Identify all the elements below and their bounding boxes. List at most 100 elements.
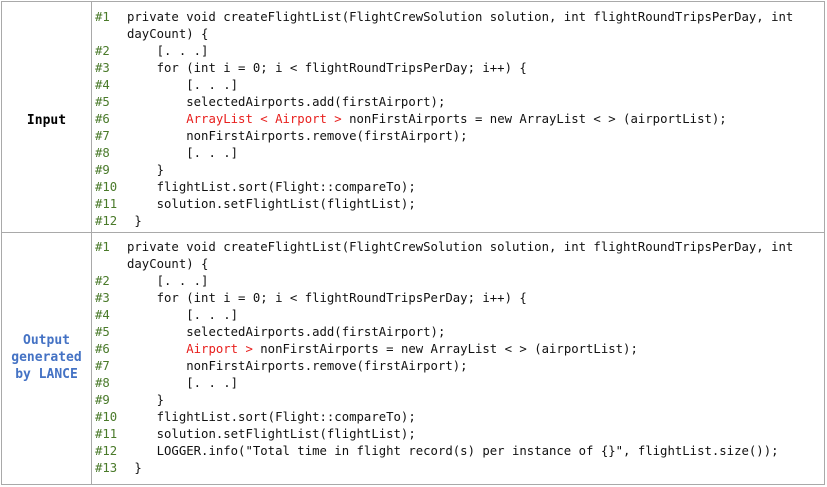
code-text-segment: [. . .] <box>127 44 209 58</box>
code-text: private void createFlightList(FlightCrew… <box>127 239 827 273</box>
code-text: Airport > nonFirstAirports = new ArrayLi… <box>127 341 827 358</box>
code-text-segment: flightList.sort(Flight::compareTo); <box>127 410 416 424</box>
code-text: ArrayList < Airport > nonFirstAirports =… <box>127 111 827 128</box>
line-number: #8 <box>95 146 110 160</box>
line-number: #10 <box>95 410 118 424</box>
line-number: #12 <box>95 444 118 458</box>
code-text: private void createFlightList(FlightCrew… <box>127 9 827 43</box>
line-number: #2 <box>95 44 110 58</box>
line-number: #3 <box>95 291 110 305</box>
code-line: #7 nonFirstAirports.remove(firstAirport)… <box>92 128 824 145</box>
line-number: #9 <box>95 393 110 407</box>
row-divider <box>2 232 824 233</box>
code-text-segment: nonFirstAirports.remove(firstAirport); <box>127 359 468 373</box>
code-text-segment: [. . .] <box>127 78 239 92</box>
code-text-segment: flightList.sort(Flight::compareTo); <box>127 180 416 194</box>
line-number: #12 <box>95 214 118 228</box>
code-line: #4 [. . .] <box>92 77 824 94</box>
code-text: solution.setFlightList(flightList); <box>127 426 827 443</box>
code-text-segment: private void createFlightList(FlightCrew… <box>127 10 801 41</box>
code-text-segment: [. . .] <box>127 376 239 390</box>
code-line: #3 for (int i = 0; i < flightRoundTripsP… <box>92 60 824 77</box>
code-text: solution.setFlightList(flightList); <box>127 196 827 213</box>
code-line: #1 private void createFlightList(FlightCr… <box>92 9 824 43</box>
code-text-segment: private void createFlightList(FlightCrew… <box>127 240 801 271</box>
code-text-segment: } <box>127 163 165 177</box>
code-line: #6 ArrayList < Airport > nonFirstAirport… <box>92 111 824 128</box>
code-line: #10 flightList.sort(Flight::compareTo); <box>92 179 824 196</box>
code-text-segment: nonFirstAirports = new ArrayList < > (ai… <box>252 342 638 356</box>
code-text-segment: for (int i = 0; i < flightRoundTripsPerD… <box>127 291 527 305</box>
input-code-block: #1 private void createFlightList(FlightCr… <box>92 9 824 230</box>
code-text-segment <box>127 112 186 126</box>
line-number: #7 <box>95 359 110 373</box>
code-line: #3 for (int i = 0; i < flightRoundTripsP… <box>92 290 824 307</box>
code-text: [. . .] <box>127 307 827 324</box>
line-number: #4 <box>95 308 110 322</box>
output-row-label: Output generated by LANCE <box>2 332 91 383</box>
line-number: #8 <box>95 376 110 390</box>
code-text: selectedAirports.add(firstAirport); <box>127 324 827 341</box>
code-line: #7 nonFirstAirports.remove(firstAirport)… <box>92 358 824 375</box>
code-line: #4 [. . .] <box>92 307 824 324</box>
output-label-line-1: Output <box>23 333 70 348</box>
code-text: [. . .] <box>127 145 827 162</box>
code-line: #9 } <box>92 162 824 179</box>
code-text-segment: solution.setFlightList(flightList); <box>127 197 416 211</box>
line-number: #6 <box>95 342 110 356</box>
code-text: } <box>127 162 827 179</box>
code-line: #6 Airport > nonFirstAirports = new Arra… <box>92 341 824 358</box>
line-number: #4 <box>95 78 110 92</box>
output-code-block: #1 private void createFlightList(FlightCr… <box>92 239 824 477</box>
code-text-segment: solution.setFlightList(flightList); <box>127 427 416 441</box>
code-text-segment: } <box>127 393 165 407</box>
code-text-segment: nonFirstAirports.remove(firstAirport); <box>127 129 468 143</box>
code-text-segment: } <box>127 461 142 475</box>
code-text: LOGGER.info("Total time in flight record… <box>127 443 827 460</box>
line-number: #7 <box>95 129 110 143</box>
code-text: [. . .] <box>127 77 827 94</box>
code-line: #10 flightList.sort(Flight::compareTo); <box>92 409 824 426</box>
line-number: #1 <box>95 10 110 24</box>
code-line: #13 } <box>92 460 824 477</box>
code-line: #8 [. . .] <box>92 145 824 162</box>
code-text: nonFirstAirports.remove(firstAirport); <box>127 358 827 375</box>
code-text: for (int i = 0; i < flightRoundTripsPerD… <box>127 60 827 77</box>
code-text-segment: } <box>127 214 142 228</box>
code-text-segment: nonFirstAirports = new ArrayList < > (ai… <box>341 112 727 126</box>
input-row-label: Input <box>26 113 67 128</box>
line-number: #11 <box>95 427 118 441</box>
code-text: flightList.sort(Flight::compareTo); <box>127 409 827 426</box>
code-line: #2 [. . .] <box>92 273 824 290</box>
code-line: #2 [. . .] <box>92 43 824 60</box>
code-text-segment: selectedAirports.add(firstAirport); <box>127 95 446 109</box>
highlighted-code: Airport > <box>186 342 253 356</box>
code-text: } <box>127 460 827 477</box>
line-number: #1 <box>95 240 110 254</box>
line-number: #5 <box>95 325 110 339</box>
code-text: nonFirstAirports.remove(firstAirport); <box>127 128 827 145</box>
code-text-segment: LOGGER.info("Total time in flight record… <box>127 444 779 458</box>
line-number: #9 <box>95 163 110 177</box>
code-text: } <box>127 213 827 230</box>
line-number: #11 <box>95 197 118 211</box>
line-number: #5 <box>95 95 110 109</box>
line-number: #13 <box>95 461 118 475</box>
code-text: } <box>127 392 827 409</box>
code-text: [. . .] <box>127 43 827 60</box>
code-text: for (int i = 0; i < flightRoundTripsPerD… <box>127 290 827 307</box>
line-number: #2 <box>95 274 110 288</box>
code-line: #11 solution.setFlightList(flightList); <box>92 196 824 213</box>
code-text-segment: for (int i = 0; i < flightRoundTripsPerD… <box>127 61 527 75</box>
code-line: #8 [. . .] <box>92 375 824 392</box>
code-text: selectedAirports.add(firstAirport); <box>127 94 827 111</box>
code-text: [. . .] <box>127 375 827 392</box>
line-number: #6 <box>95 112 110 126</box>
code-line: #11 solution.setFlightList(flightList); <box>92 426 824 443</box>
code-line: #9 } <box>92 392 824 409</box>
code-line: #12 LOGGER.info("Total time in flight re… <box>92 443 824 460</box>
output-label-line-3: by LANCE <box>15 367 78 382</box>
highlighted-code: ArrayList < Airport > <box>186 112 342 126</box>
code-text: flightList.sort(Flight::compareTo); <box>127 179 827 196</box>
